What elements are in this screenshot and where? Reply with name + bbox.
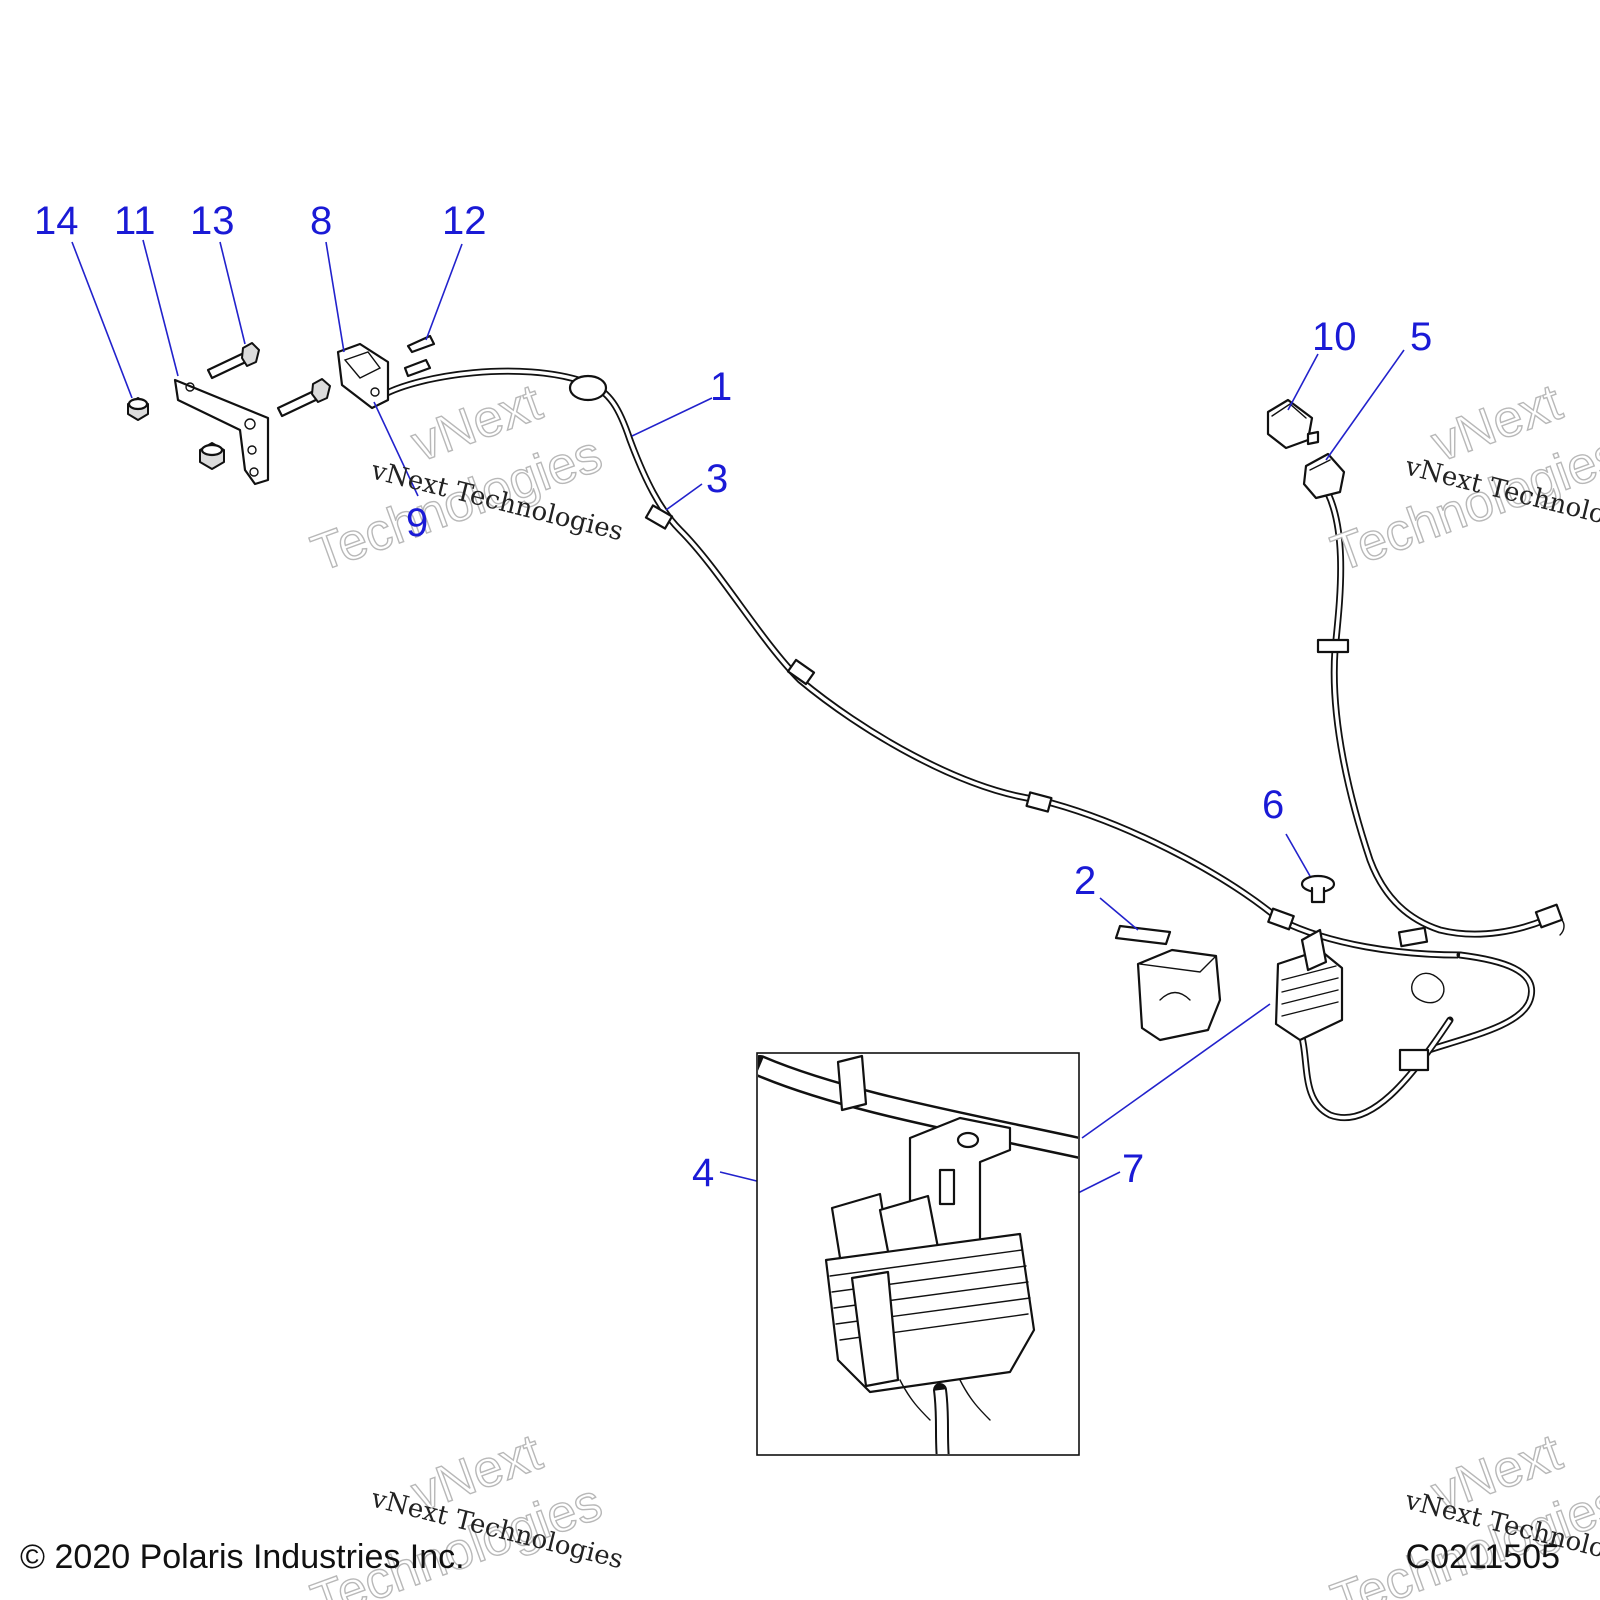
callout-12: 12 (442, 199, 487, 243)
nut-near-bracket (199, 442, 225, 470)
callout-9: 9 (406, 501, 428, 545)
sensor-8 (336, 342, 390, 410)
callout-10: 10 (1312, 315, 1357, 359)
callout-13: 13 (190, 199, 235, 243)
callout-1: 1 (710, 365, 732, 409)
copyright-text: © 2020 Polaris Industries Inc. (20, 1538, 465, 1576)
callout-2: 2 (1074, 859, 1096, 903)
connector-10 (1266, 398, 1320, 450)
leader-lines (71, 239, 1405, 1249)
nut-14 (127, 397, 149, 421)
detail-inset (756, 1052, 1080, 1456)
callout-3: 3 (706, 457, 728, 501)
bolt-13 (206, 342, 260, 380)
bracket-11 (173, 378, 270, 486)
callout-11: 11 (114, 199, 156, 243)
callout-6: 6 (1262, 783, 1284, 827)
callout-4: 4 (692, 1151, 714, 1195)
bolt-lower (276, 378, 331, 418)
cover-box (1136, 948, 1222, 1042)
screws-12 (403, 334, 436, 378)
callout-labels: 14 11 13 8 12 1 3 9 10 5 6 2 4 7 (34, 199, 1432, 1195)
connector-5 (1302, 452, 1346, 500)
callout-5: 5 (1410, 315, 1432, 359)
wire-harness (379, 367, 1565, 1122)
callout-14: 14 (34, 199, 79, 243)
diagram-code: C0211505 (1405, 1538, 1560, 1576)
label-2 (1114, 924, 1172, 946)
relay-module (1274, 928, 1344, 1042)
rivet-6 (1300, 874, 1336, 904)
callout-8: 8 (310, 199, 332, 243)
callout-7: 7 (1122, 1147, 1144, 1191)
